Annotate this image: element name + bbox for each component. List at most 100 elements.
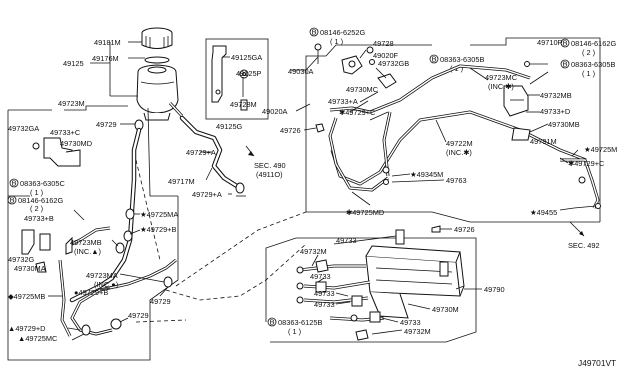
- label-49733-c: 49733: [314, 289, 335, 298]
- label-49125GA: 49125GA: [231, 53, 262, 62]
- label-08363-6305B-b: 08363-6305B: [571, 60, 615, 69]
- circle-b-mark: B: [10, 196, 15, 205]
- label-49729B-b: ●49729+B: [74, 288, 108, 297]
- label-49710R: 49710R: [537, 38, 563, 47]
- label-08146-6162G-a: 08146-6162G: [571, 39, 616, 48]
- label-49723MB-inc: (INC.▲): [74, 247, 101, 256]
- label-49733A-top: 49733+A: [328, 97, 358, 106]
- label-49717M: 49717M: [168, 177, 195, 186]
- label-49730MD: 49730MD: [60, 139, 92, 148]
- circle-b-mark: B: [270, 318, 275, 327]
- label-49730MA: 49730MA: [14, 264, 46, 273]
- bolt-08363-6125B: B: [267, 317, 277, 327]
- label-49725MA: ★49725MA: [140, 210, 178, 219]
- label-49733-d: 49733: [314, 300, 335, 309]
- label-49125G: 49125G: [216, 122, 243, 131]
- label-49729-lower: 49729: [128, 311, 149, 320]
- label-49733D: 49733+D: [540, 107, 570, 116]
- label-49732GB: 49732GB: [378, 59, 409, 68]
- label-49733-a: 49733: [336, 236, 357, 245]
- label-49181M: 49181M: [94, 38, 121, 47]
- label-49176M: 49176M: [92, 54, 119, 63]
- label-sec-490: SEC. 490: [254, 161, 286, 170]
- label-49725MC: ▲49725MC: [18, 334, 58, 343]
- label-49020F: 49020F: [373, 51, 399, 60]
- label-49723MB: 49723MB: [70, 238, 102, 247]
- label-08146-6162G-a-qty: ( 2 ): [582, 48, 595, 57]
- label-49726-lower: 49726: [454, 225, 475, 234]
- label-49763: 49763: [446, 176, 467, 185]
- label-49345M: ★49345M: [410, 170, 443, 179]
- label-08363-6305C-qty: ( 1 ): [30, 188, 43, 197]
- label-49732G: 49732G: [8, 255, 35, 264]
- return-hose: [179, 115, 255, 197]
- label-08363-6305B-a: 08363-6305B: [440, 55, 484, 64]
- label-49729-upper: 49729: [96, 120, 117, 129]
- reservoir-group: [90, 27, 184, 121]
- label-49722M: 49722M: [446, 139, 473, 148]
- label-49733-e: 49733: [400, 318, 421, 327]
- label-49725MD: ✱49725MD: [346, 208, 384, 217]
- label-49722M-inc: (INC.✱): [446, 148, 472, 157]
- label-49732M-a: 49732M: [300, 247, 327, 256]
- label-49728: 49728: [373, 39, 394, 48]
- dashed-guides: [135, 159, 307, 323]
- label-49723MA: 49723MA: [86, 271, 118, 280]
- label-08146-6252G: 08146-6252G: [320, 28, 365, 37]
- label-49730MB: 49730MB: [548, 120, 580, 129]
- pressure-pipes: [328, 64, 601, 211]
- label-08146-6252G-qty: ( 1 ): [330, 37, 343, 46]
- label-49455: ★49455: [530, 208, 557, 217]
- bolt-08363-6305C: B: [9, 178, 19, 188]
- circle-b-mark: B: [312, 28, 317, 37]
- label-49730MC: 49730MC: [346, 85, 379, 94]
- label-49030A: 49030A: [288, 67, 314, 76]
- oil-cooler-box: [265, 229, 477, 343]
- label-49729D: ▲49729+D: [8, 324, 46, 333]
- label-49725MB: ◆49725MB: [8, 292, 45, 301]
- label-49729-mid: 49729: [150, 297, 171, 306]
- label-49726-upper: 49726: [280, 126, 301, 135]
- label-49791M: 49791M: [530, 137, 557, 146]
- label-49723MC: 49723MC: [485, 73, 518, 82]
- label-49730M: 49730M: [432, 305, 459, 314]
- label-08146-6162G-b-qty: ( 2 ): [30, 204, 43, 213]
- circle-b-mark: B: [12, 179, 17, 188]
- left-hose-box: [7, 105, 179, 361]
- label-49125P: 49125P: [236, 69, 262, 78]
- label-08363-6125B-qty: ( 1 ): [288, 327, 301, 336]
- bracket-group-49125G: [205, 38, 269, 120]
- circle-b-mark: B: [432, 55, 437, 64]
- bolt-08146-6162G-a: B: [560, 39, 570, 48]
- label-49729C-right: ✱49729+C: [568, 159, 605, 168]
- label-49723M: 49723M: [58, 99, 85, 108]
- label-08363-6305C: 08363-6305C: [20, 179, 65, 188]
- bolt-08146-6252G: B: [309, 28, 319, 37]
- label-49733B: 49733+B: [24, 214, 54, 223]
- label-49723MC-inc: (INC.✱): [488, 82, 514, 91]
- label-49729B-a: ★49729+B: [140, 225, 176, 234]
- label-49732M-b: 49732M: [404, 327, 431, 336]
- bolt-08363-6305B-b: B: [560, 60, 570, 69]
- label-49790: 49790: [484, 285, 505, 294]
- label-08146-6162G-b: 08146-6162G: [18, 196, 63, 205]
- circle-b-mark: B: [563, 39, 568, 48]
- label-08363-6125B: 08363-6125B: [278, 318, 322, 327]
- label-49733C: 49733+C: [50, 128, 81, 137]
- label-49125: 49125: [63, 59, 84, 68]
- label-49020A: 49020A: [262, 107, 288, 116]
- label-08363-6305B-b-qty: ( 1 ): [582, 69, 595, 78]
- label-49729A-lower: 49729+A: [192, 190, 222, 199]
- diagram-id: J49701VT: [578, 358, 616, 368]
- bolt-08146-6162G-b: B: [7, 195, 17, 205]
- bolt-08363-6305B-a: B: [429, 55, 439, 64]
- circle-b-mark: B: [563, 60, 568, 69]
- label-49732MB: 49732MB: [540, 91, 572, 100]
- label-sec-492: SEC. 492: [568, 241, 600, 250]
- label-49729A-upper: 49729+A: [186, 148, 216, 157]
- label-49723MA-inc: (INC.●): [94, 280, 118, 289]
- label-49725M: ★49725M: [584, 145, 617, 154]
- label-sec-490-sub: (4911O): [256, 170, 283, 179]
- label-49732GA: 49732GA: [8, 124, 39, 133]
